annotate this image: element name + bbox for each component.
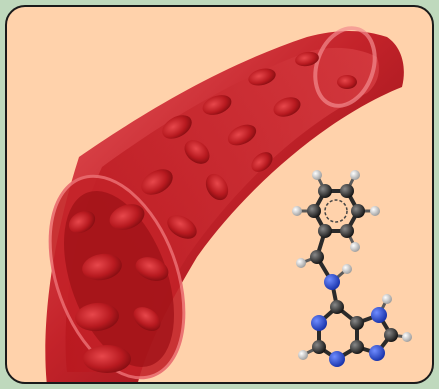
blood-vessel <box>45 26 404 382</box>
red-blood-cells <box>68 51 357 373</box>
illustration-card <box>5 5 434 384</box>
illustration-svg <box>45 26 412 382</box>
molecule-model <box>292 170 412 367</box>
